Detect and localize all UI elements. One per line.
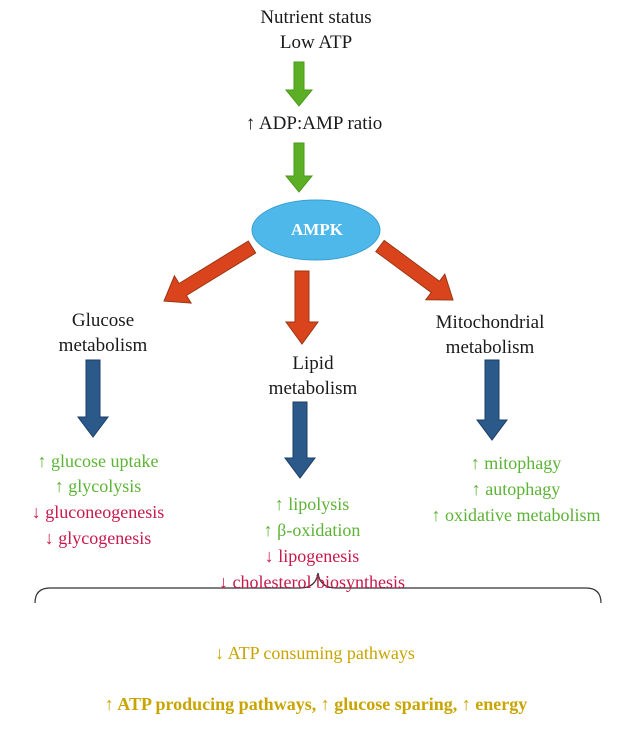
mito-effect-1: ↑ mitophagy <box>470 453 562 473</box>
blue-arrow-glucose-effects <box>77 359 109 438</box>
grouping-brace <box>34 572 602 604</box>
low-atp-text: Low ATP <box>279 32 353 53</box>
glucose-title-line1: Glucose <box>71 310 135 331</box>
lipid-effect-1: ↑ lipolysis <box>274 494 350 514</box>
green-arrow-down <box>284 61 314 107</box>
ampk-ellipse <box>251 199 381 261</box>
ampk-label: AMPK <box>291 220 343 239</box>
glucose-effect-1: ↑ glucose uptake <box>37 451 159 471</box>
atp-consuming-text: ↓ ATP consuming pathways <box>215 643 415 663</box>
nutrient-status-text: Nutrient status <box>260 7 372 28</box>
lipid-title-line2: metabolism <box>268 378 358 399</box>
adp-amp-ratio-text: ↑ ADP:AMP ratio <box>245 113 383 134</box>
orange-arrow-to-mitochondrial <box>375 239 454 301</box>
atp-producing-text: ↑ ATP producing pathways, ↑ glucose spar… <box>104 694 528 714</box>
glucose-effect-2: ↑ glycolysis <box>54 476 142 496</box>
lipid-effect-4: ↓ cholesterol biosynthesis <box>219 572 405 592</box>
arrow-shape <box>163 240 257 304</box>
mito-effect-2: ↑ autophagy <box>471 479 561 499</box>
arrow-shape <box>285 270 319 345</box>
orange-arrow-to-lipid <box>285 270 319 345</box>
lipid-effect-3: ↓ lipogenesis <box>264 546 360 566</box>
lipid-effect-2: ↑ β-oxidation <box>263 520 361 540</box>
arrow-shape <box>476 359 508 441</box>
glucose-effect-4: ↓ glycogenesis <box>44 528 152 548</box>
arrow-shape <box>284 61 314 107</box>
glucose-effect-3: ↓ gluconeogenesis <box>31 502 165 522</box>
arrow-shape <box>284 142 314 193</box>
arrow-shape <box>375 239 454 301</box>
mito-effect-3: ↑ oxidative metabolism <box>431 505 601 525</box>
arrow-shape <box>284 401 316 479</box>
arrow-shape <box>77 359 109 438</box>
glucose-title-line2: metabolism <box>58 335 148 356</box>
mito-title-line1: Mitochondrial <box>435 312 545 333</box>
lipid-title-line1: Lipid <box>292 353 334 374</box>
green-arrow-down <box>284 142 314 193</box>
blue-arrow-lipid-effects <box>284 401 316 479</box>
blue-arrow-mitochondrial-effects <box>476 359 508 441</box>
mito-title-line2: metabolism <box>445 337 535 358</box>
orange-arrow-to-glucose <box>163 240 257 304</box>
